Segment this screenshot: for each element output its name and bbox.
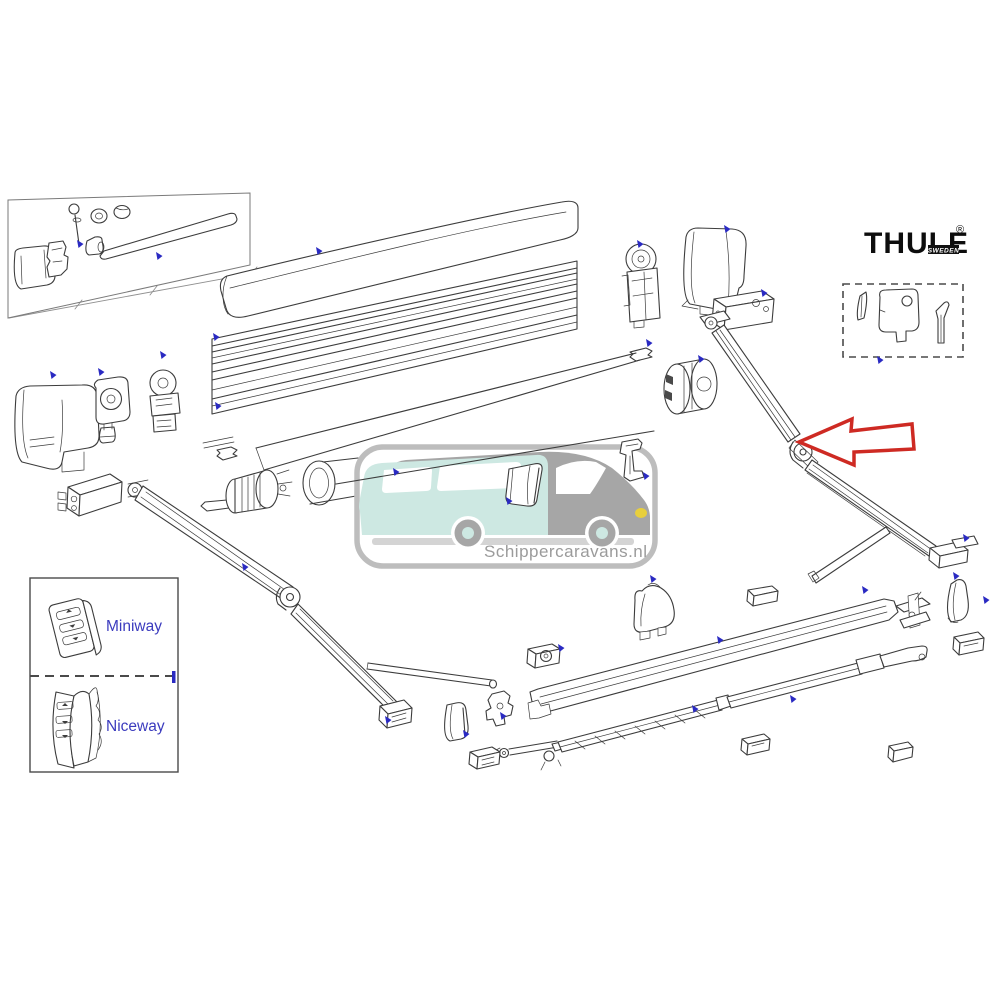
rafter-clamp-right [895, 591, 931, 629]
caravan-window-1 [382, 467, 432, 493]
bearing-ring-1 [90, 208, 108, 224]
tube-motor-unit [200, 469, 293, 514]
right-support-strut [807, 526, 891, 584]
gasket-angle [935, 301, 950, 344]
lead-rail-profile [527, 598, 899, 720]
caravan-window-2 [437, 462, 521, 491]
roller-spindle-rod [99, 212, 238, 260]
left-end-cap-cover [14, 384, 100, 473]
support-cup [633, 583, 675, 641]
motor-gear-assembly [149, 369, 181, 433]
bearing-ring-2 [113, 204, 131, 220]
roller-end-inset-box [7, 192, 251, 319]
registered-mark: ® [956, 224, 964, 236]
fabric-strip-left-end [202, 436, 235, 449]
headlight [635, 508, 647, 518]
spigot-part [85, 236, 105, 256]
highlight-arrow [794, 416, 916, 468]
remote-legend-box: Miniway Niceway [29, 577, 179, 773]
crank-gear-unit [93, 376, 131, 444]
cab-windshield [556, 460, 606, 494]
brand-tagline: SWEDEN [928, 248, 960, 255]
left-spring-arm [57, 473, 413, 729]
fabric-sample-piece [505, 463, 543, 507]
wheel-rear [451, 516, 485, 550]
fabric-leading-edge-line [335, 430, 655, 485]
brand-name: THULE [864, 227, 969, 260]
right-arm-elbow [788, 439, 819, 471]
case-top-cover [219, 200, 579, 318]
mounting-foot-small [746, 585, 779, 607]
clamp-left [468, 746, 501, 770]
gasket-wedge [856, 291, 868, 321]
wheel-front [585, 516, 619, 550]
right-gear-mechanism [621, 243, 661, 329]
tension-rafter [491, 645, 928, 771]
cover-cap-left [444, 702, 469, 742]
support-rod [366, 662, 498, 689]
rail-bracket-block [526, 643, 561, 669]
roller-end-gear-wheel [663, 358, 718, 415]
rail-bracket-mid [485, 690, 514, 727]
gasket-plate [878, 288, 920, 343]
curved-flap-right [946, 579, 969, 623]
clip-bottom-1 [740, 733, 771, 756]
miniway-label: Miniway [106, 618, 162, 635]
fabric-sheet-band [255, 352, 641, 471]
clip-mid-right [629, 347, 653, 362]
fabric-roller-tube [302, 457, 359, 506]
ground-shadow [372, 538, 634, 545]
left-arm-foot [378, 699, 413, 729]
parts-kit-box [842, 283, 964, 358]
left-wall-bracket [57, 473, 123, 517]
niceway-label: Niceway [106, 718, 165, 735]
right-spring-arm [699, 290, 979, 569]
left-arm-elbow [275, 586, 301, 611]
clip-small-upper [216, 446, 238, 461]
thule-logo: THULE ® SWEDEN [864, 224, 969, 260]
small-bracket-over-watermark [619, 438, 645, 482]
watermark-logo: Schippercaravans.nl [354, 444, 658, 569]
motor-head-bracket [46, 240, 69, 278]
tagline-bar [928, 245, 959, 254]
screw-part [68, 203, 82, 245]
miniway-remote [48, 598, 102, 659]
box-end-cap-right [952, 631, 985, 656]
watermark-text: Schippercaravans.nl [484, 542, 648, 561]
right-arm-foot [928, 535, 979, 569]
case-back-profile [211, 260, 578, 415]
right-arm-hinge [699, 310, 731, 330]
part-callouts [50, 225, 990, 738]
clip-bottom-2 [887, 741, 914, 763]
niceway-remote [52, 687, 102, 769]
